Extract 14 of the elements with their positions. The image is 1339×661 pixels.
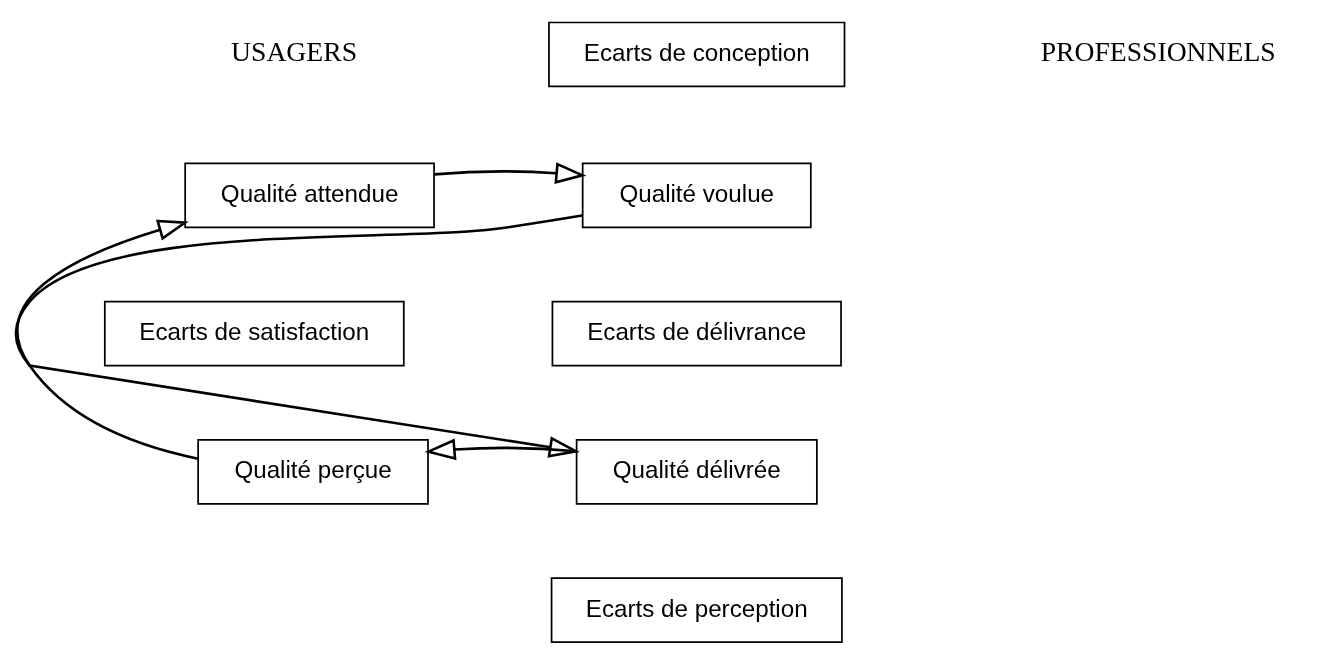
node-box: Qualité délivrée	[575, 438, 818, 505]
node-box: Qualité perçue	[197, 438, 429, 505]
node-box: Ecarts de délivrance	[551, 300, 842, 366]
label: USAGERS	[231, 35, 358, 67]
arrow	[14, 213, 583, 458]
arrow	[16, 219, 199, 460]
label: PROFESSIONNELS	[1040, 35, 1276, 67]
node-box: Qualité voulue	[581, 162, 812, 228]
node-box: Qualité attendue	[184, 162, 435, 228]
arrow	[424, 438, 577, 460]
node-box: Ecarts de satisfaction	[103, 300, 405, 366]
node-box: Ecarts de conception	[548, 21, 846, 87]
node-box: Ecarts de perception	[550, 576, 843, 643]
arrow	[434, 161, 587, 184]
